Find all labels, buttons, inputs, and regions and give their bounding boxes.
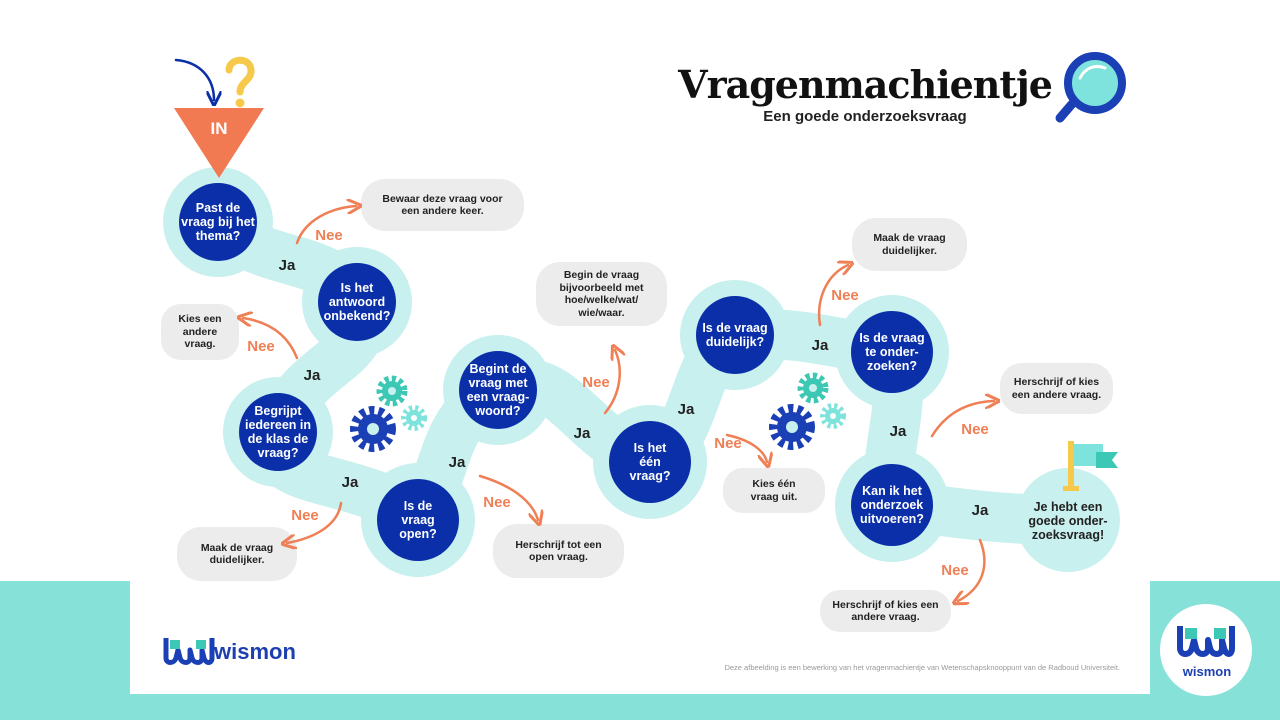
- feedback-box-6: [723, 468, 825, 513]
- nee-arrows: [243, 206, 994, 601]
- feedback-8: Herschrijf of kies een andere vraag.: [1011, 376, 1102, 401]
- nee-label: Nee: [291, 506, 319, 524]
- nee-label: Nee: [831, 286, 859, 304]
- feedback-6: Kies één vraag uit.: [750, 478, 798, 503]
- node-5: [459, 351, 537, 429]
- wismon-logo-icon: [163, 638, 215, 665]
- feedback-3: Maak de vraag duidelijker.: [200, 541, 274, 567]
- nee-label: Nee: [483, 493, 511, 511]
- nee-label: Nee: [247, 337, 275, 355]
- start-label: IN: [210, 119, 228, 138]
- gear-icon: [350, 375, 427, 452]
- magnifier-icon: [1055, 52, 1126, 123]
- ja-label: Ja: [971, 501, 989, 519]
- feedback-box-9: [820, 590, 951, 632]
- question-3: Begrijpt iedereen in de klas de vraag?: [245, 404, 311, 460]
- ja-label: Ja: [573, 424, 591, 442]
- result-text: Je hebt een goede onder- zoeksvraag!: [1028, 500, 1108, 542]
- question-7: Is de vraag duidelijk?: [702, 321, 768, 349]
- question-9: Kan ik het onderzoek uitvoeren?: [860, 484, 924, 526]
- question-nodes: [179, 183, 933, 561]
- feedback-box-5: [536, 262, 667, 326]
- node-1: [179, 183, 257, 261]
- question-5: Begint de vraag met een vraag- woord?: [466, 362, 530, 418]
- ja-label: Ja: [889, 422, 907, 440]
- question-8: Is de vraag te onder- zoeken?: [859, 331, 925, 373]
- ja-label: Ja: [811, 336, 829, 354]
- feedback-box-4: [493, 524, 624, 578]
- nee-label: Nee: [941, 561, 969, 579]
- nee-label: Nee: [582, 373, 610, 391]
- feedback-5: Begin de vraag bijvoorbeeld met hoe/welk…: [559, 269, 644, 319]
- feedback-box-7: [852, 218, 967, 271]
- feedback-9: Herschrijf of kies een andere vraag.: [832, 598, 939, 624]
- feedback-boxes: [161, 179, 1113, 632]
- brand-name: wismon: [214, 639, 296, 664]
- start-funnel: [174, 108, 264, 178]
- ja-label: Ja: [278, 256, 296, 274]
- wismon-badge: [1160, 604, 1252, 696]
- nee-label: Nee: [714, 434, 742, 452]
- feedback-box-3: [177, 527, 297, 581]
- node-7: [696, 296, 774, 374]
- feedback-box-1: [361, 179, 524, 231]
- page-subtitle: Een goede onderzoeksvraag: [763, 107, 967, 125]
- down-arrow-icon: [174, 58, 214, 100]
- node-9: [851, 464, 933, 546]
- nee-label: Nee: [315, 226, 343, 244]
- gear-icon: [769, 372, 846, 450]
- ja-label: Ja: [303, 366, 321, 384]
- question-4: Is de vraag open?: [399, 499, 437, 541]
- question-2: Is het antwoord onbekend?: [323, 281, 391, 323]
- feedback-box-2: [161, 304, 239, 360]
- node-8: [851, 311, 933, 393]
- feedback-2: Kies een andere vraag.: [178, 313, 222, 351]
- node-4: [377, 479, 459, 561]
- ja-label: Ja: [341, 473, 359, 491]
- feedback-4: Herschrijf tot een open vraag.: [515, 538, 602, 564]
- badge-brand-name: wismon: [1182, 663, 1232, 679]
- page-title: Vragenmachientje: [678, 61, 1053, 107]
- feedback-1: Bewaar deze vraag voor een andere keer.: [382, 192, 503, 218]
- node-2: [318, 263, 396, 341]
- question-6: Is het één vraag?: [629, 441, 671, 483]
- ja-label: Ja: [448, 453, 466, 471]
- node-3: [239, 393, 317, 471]
- question-mark-icon: [225, 56, 255, 108]
- nee-label: Nee: [961, 420, 989, 438]
- feedback-box-8: [1000, 363, 1113, 414]
- flag-icon: [1063, 441, 1118, 491]
- footnote: Deze afbeelding is een bewerking van het…: [724, 662, 1120, 672]
- ja-label: Ja: [677, 400, 695, 418]
- feedback-7: Maak de vraag duidelijker.: [873, 232, 946, 257]
- node-6: [609, 421, 691, 503]
- question-1: Past de vraag bij het thema?: [181, 201, 255, 243]
